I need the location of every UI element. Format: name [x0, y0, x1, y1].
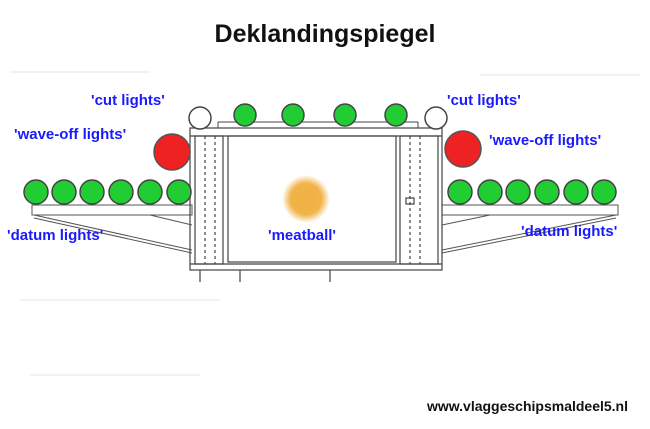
wave-off-light-right	[444, 130, 482, 168]
right-datum-arm	[441, 204, 619, 254]
green-light	[281, 103, 305, 127]
cut-light-left	[188, 106, 212, 130]
datum-light	[477, 179, 503, 205]
meatball	[282, 175, 330, 223]
datum-light	[108, 179, 134, 205]
cut-lights-label-right: 'cut lights'	[447, 92, 521, 109]
datum-light	[23, 179, 49, 205]
left-datum-arm	[31, 204, 193, 254]
cut-light-right	[424, 106, 448, 130]
mirror-frame	[189, 127, 443, 282]
wave-off-lights	[153, 130, 482, 171]
datum-light	[137, 179, 163, 205]
wave-off-label-left: 'wave-off lights'	[14, 126, 127, 143]
wave-off-light-left	[153, 133, 191, 171]
wave-off-label-right: 'wave-off lights'	[489, 132, 602, 149]
left-datum-lights	[23, 179, 192, 205]
datum-lights-label-right: 'datum lights'	[521, 223, 618, 240]
datum-light	[166, 179, 192, 205]
cut-lights	[188, 106, 448, 130]
datum-light	[505, 179, 531, 205]
top-green-lights	[233, 103, 408, 127]
green-light	[384, 103, 408, 127]
datum-light	[447, 179, 473, 205]
green-light	[333, 103, 357, 127]
datum-light	[79, 179, 105, 205]
datum-light	[563, 179, 589, 205]
datum-light	[534, 179, 560, 205]
cut-lights-label-left: 'cut lights'	[91, 92, 165, 109]
datum-light	[51, 179, 77, 205]
right-datum-lights	[447, 179, 617, 205]
datum-light	[591, 179, 617, 205]
page-title: Deklandingspiegel	[214, 20, 436, 48]
green-light	[233, 103, 257, 127]
website-credit: www.vlaggeschipsmaldeel5.nl	[427, 398, 628, 414]
datum-lights-label-left: 'datum lights'	[7, 227, 104, 244]
meatball-label: 'meatball'	[268, 227, 336, 244]
